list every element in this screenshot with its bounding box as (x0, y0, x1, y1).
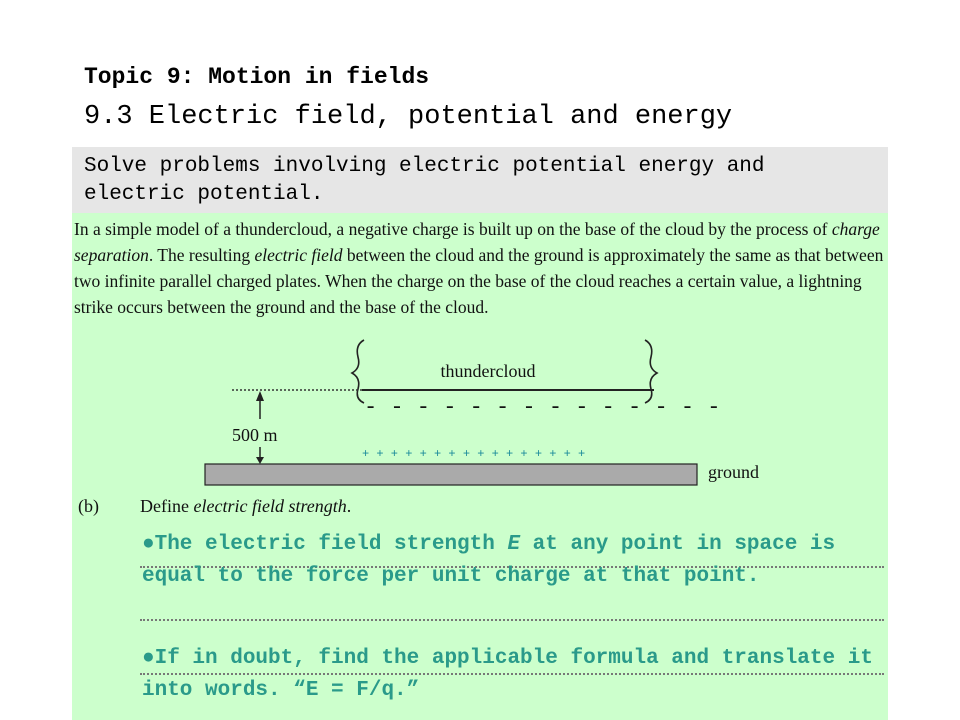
subtopic-title: 9.3 Electric field, potential and energy (84, 102, 733, 132)
answer-line (140, 673, 884, 675)
cloud-left-brace (350, 339, 365, 404)
intro-term-electric-field: electric field (254, 245, 343, 265)
question-panel: In a simple model of a thundercloud, a n… (72, 213, 888, 720)
answer-symbol-e: E (507, 533, 521, 556)
part-b-prompt-lead: Define (140, 496, 194, 516)
intro-text-3: between the cloud and the ground is appr… (74, 245, 884, 317)
thundercloud-diagram: thundercloud - - - - - - - - - - - - - -… (204, 339, 759, 486)
answer-line (140, 619, 884, 621)
answer-definition-lead: ●The electric field strength (142, 533, 508, 556)
arrow-up-icon (256, 391, 264, 401)
intro-term-charge-separation: charge separation (74, 219, 880, 265)
answer-definition-rest: at any point in space is equal to the fo… (142, 533, 836, 588)
part-b-prompt-term: electric field strength (193, 496, 347, 516)
answer-definition: ●The electric field strength E at any po… (142, 529, 882, 593)
part-b: (b) Define electric field strength. (78, 496, 351, 517)
question-intro: In a simple model of a thundercloud, a n… (74, 216, 896, 320)
positive-charge-row: + + + + + + + + + + + + + + + + (362, 447, 585, 461)
answer-line (140, 566, 884, 568)
objective-box: Solve problems involving electric potent… (72, 147, 888, 213)
answer-hint: ●If in doubt, find the applicable formul… (142, 647, 873, 702)
intro-text-1: In a simple model of a thundercloud, a n… (74, 219, 832, 239)
arrow-down-icon (256, 457, 264, 464)
cloud-label: thundercloud (441, 361, 536, 381)
cloud-right-brace (644, 339, 659, 404)
ground-plate (204, 463, 698, 486)
ground-label: ground (708, 462, 759, 482)
topic-title: Topic 9: Motion in fields (84, 64, 430, 90)
part-b-label: (b) (78, 496, 99, 516)
part-b-prompt-end: . (346, 496, 352, 516)
height-label: 500 m (232, 425, 278, 445)
part-b-prompt: Define electric field strength. (140, 496, 351, 517)
negative-charge-row: - - - - - - - - - - - - - - (364, 395, 720, 420)
intro-text-2: . The resulting (148, 245, 255, 265)
objective-text: Solve problems involving electric potent… (84, 155, 765, 206)
